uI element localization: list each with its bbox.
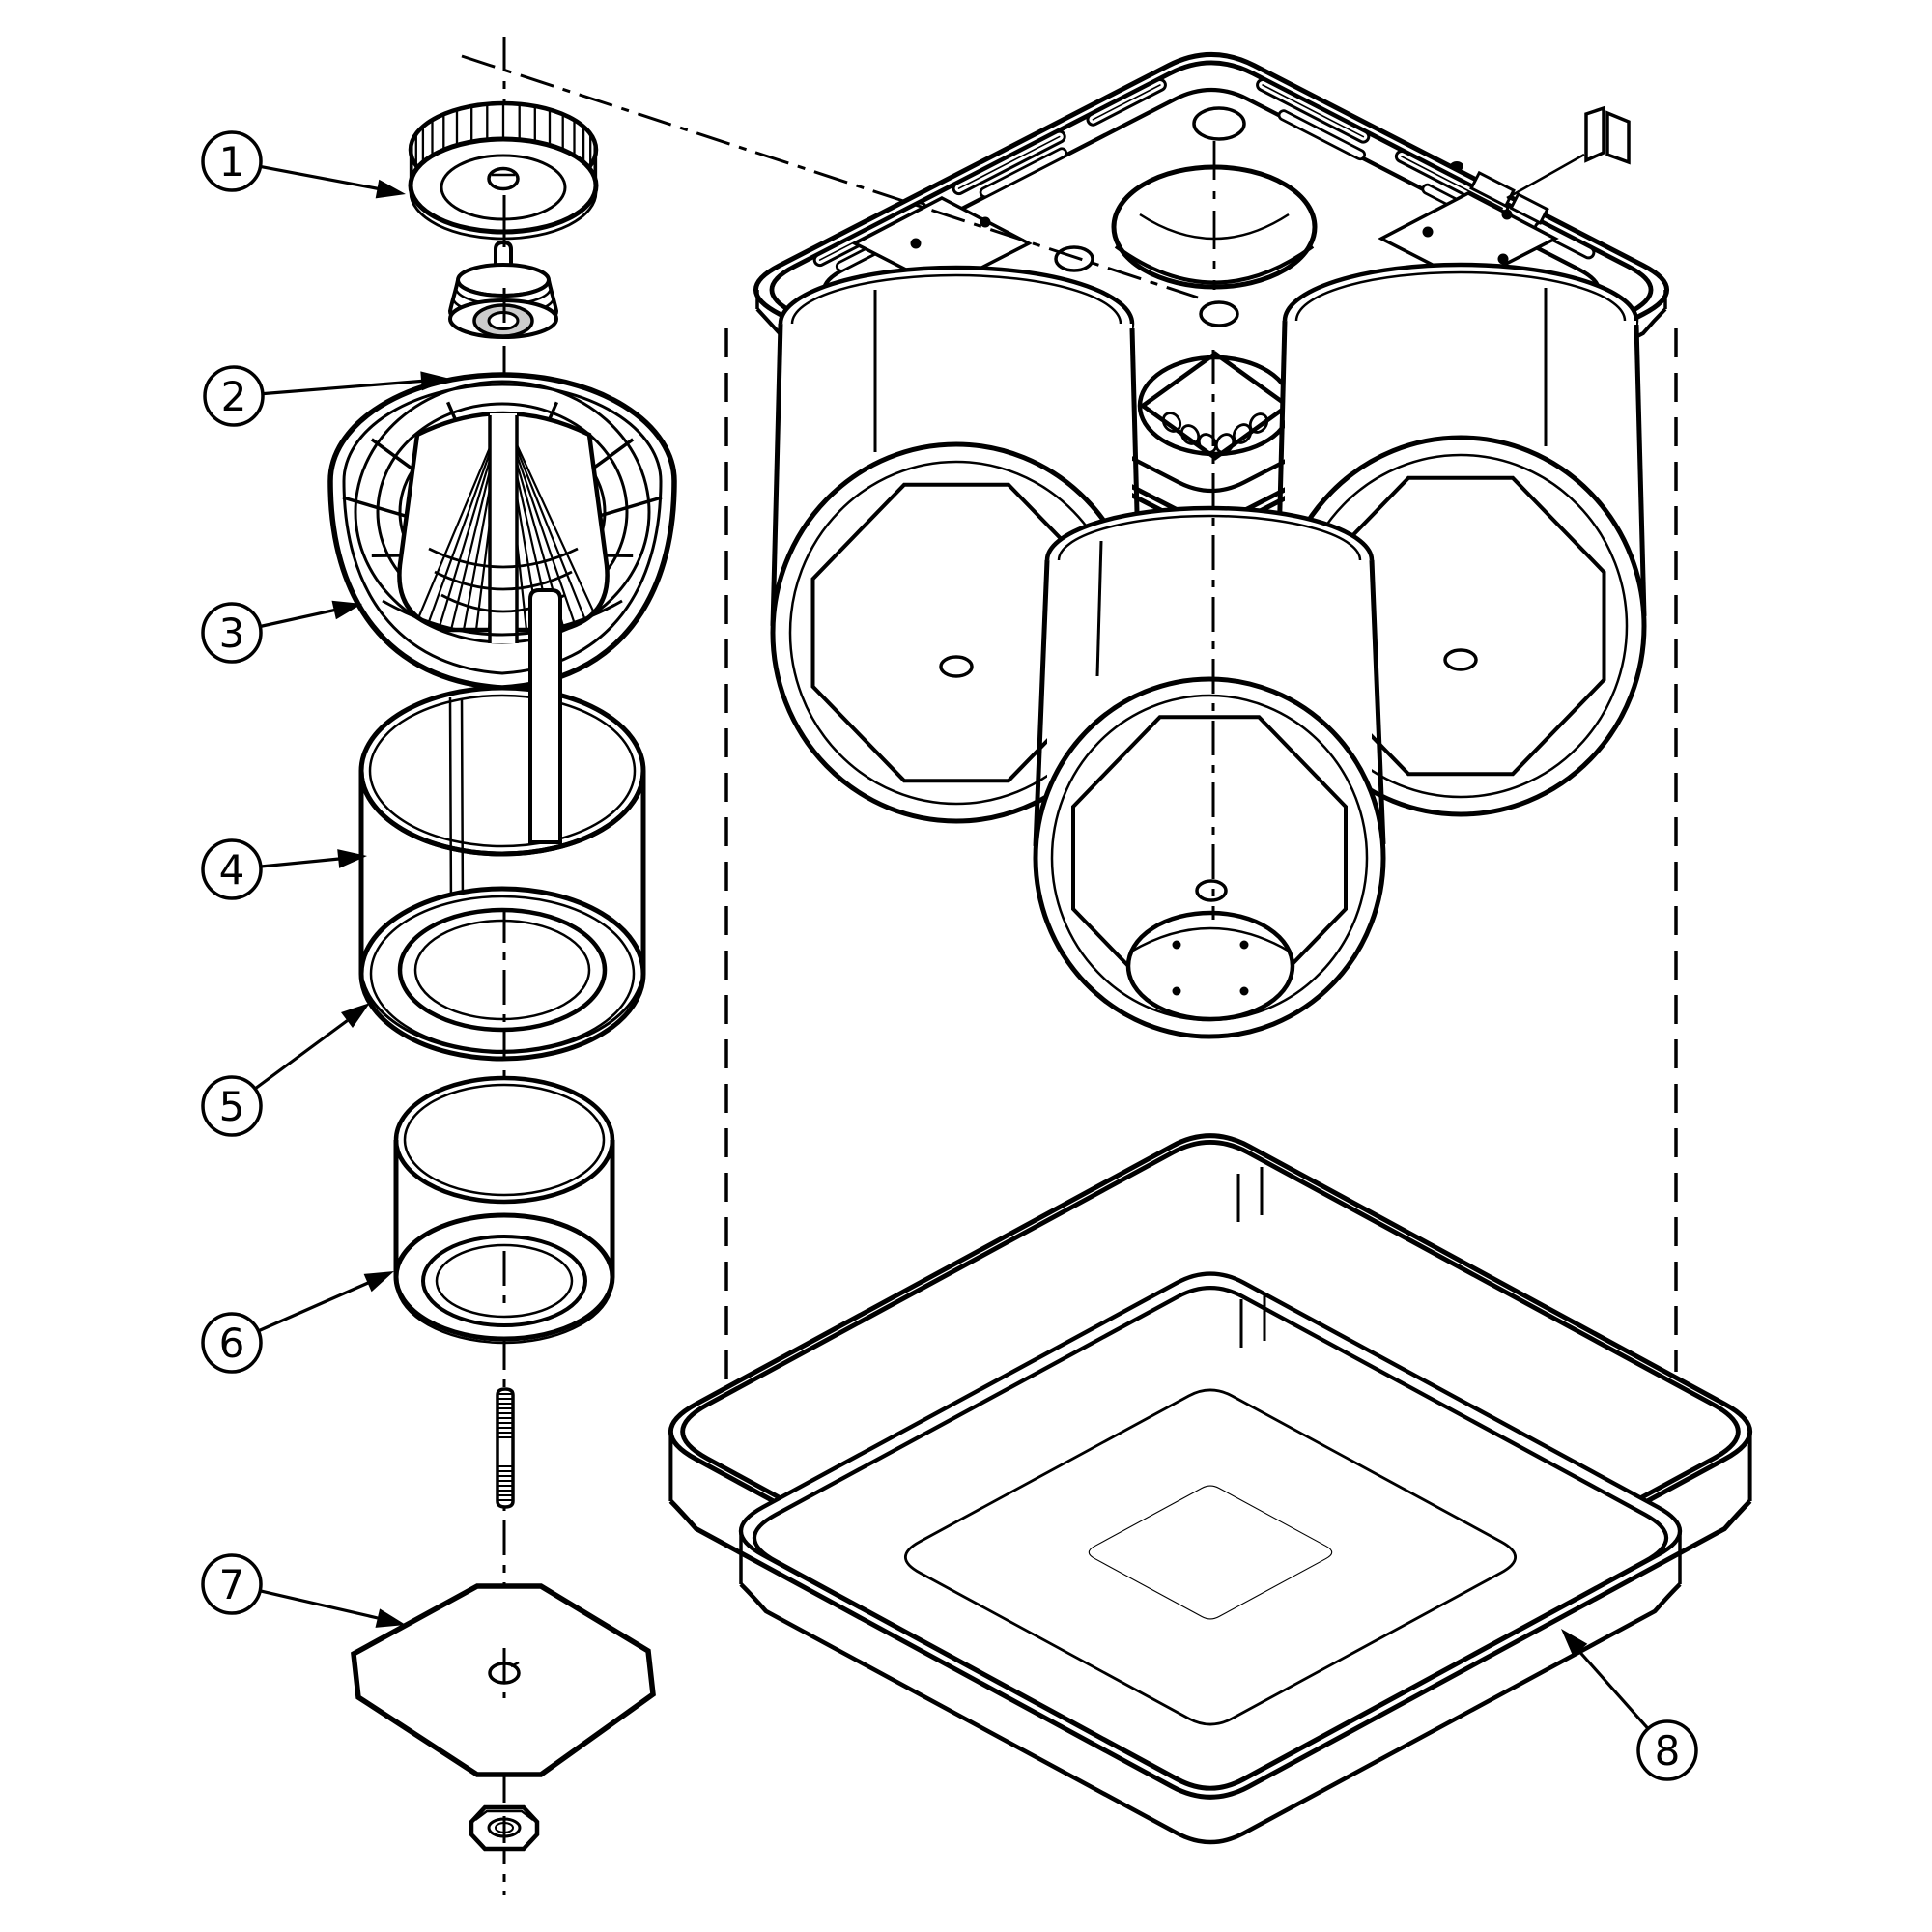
callout-4-label: 4 (219, 846, 245, 894)
callouts: 1 2 3 4 5 (201, 130, 1698, 1781)
callout-8-label: 8 (1655, 1727, 1681, 1775)
part-8-cover-box (668, 1133, 1753, 1845)
can-left (770, 265, 1143, 824)
callout-7: 7 (201, 1553, 406, 1628)
callout-5-label: 5 (219, 1083, 245, 1130)
band-tab (528, 588, 562, 844)
callout-1: 1 (201, 130, 406, 199)
exploded-stack (327, 100, 677, 1852)
part-3-grille-dome (327, 372, 677, 691)
callout-3: 3 (201, 600, 362, 664)
callout-8: 8 (1561, 1629, 1698, 1781)
callout-7-label: 7 (219, 1561, 245, 1608)
can-center (1033, 505, 1386, 1039)
part-4-band-housing (358, 588, 646, 1062)
can-right (1274, 262, 1647, 817)
mounting-plate-assembly (461, 51, 1670, 1039)
callout-2-label: 2 (221, 373, 247, 420)
callout-1-label: 1 (219, 138, 245, 185)
terminal-recess (1137, 351, 1293, 461)
retainer-clip (1450, 105, 1631, 225)
part-1-knurled-cap (408, 100, 599, 241)
callout-2: 2 (203, 365, 450, 427)
callout-5: 5 (201, 1003, 370, 1137)
part-5-ring-flange (358, 886, 646, 1062)
callout-6: 6 (201, 1271, 394, 1374)
callout-6-label: 6 (219, 1320, 245, 1367)
threaded-stud (496, 1387, 515, 1509)
callout-4: 4 (201, 838, 367, 900)
gasket-disc (1125, 910, 1295, 1022)
alignment-diagonal (461, 54, 1199, 299)
callout-3-label: 3 (219, 610, 245, 657)
